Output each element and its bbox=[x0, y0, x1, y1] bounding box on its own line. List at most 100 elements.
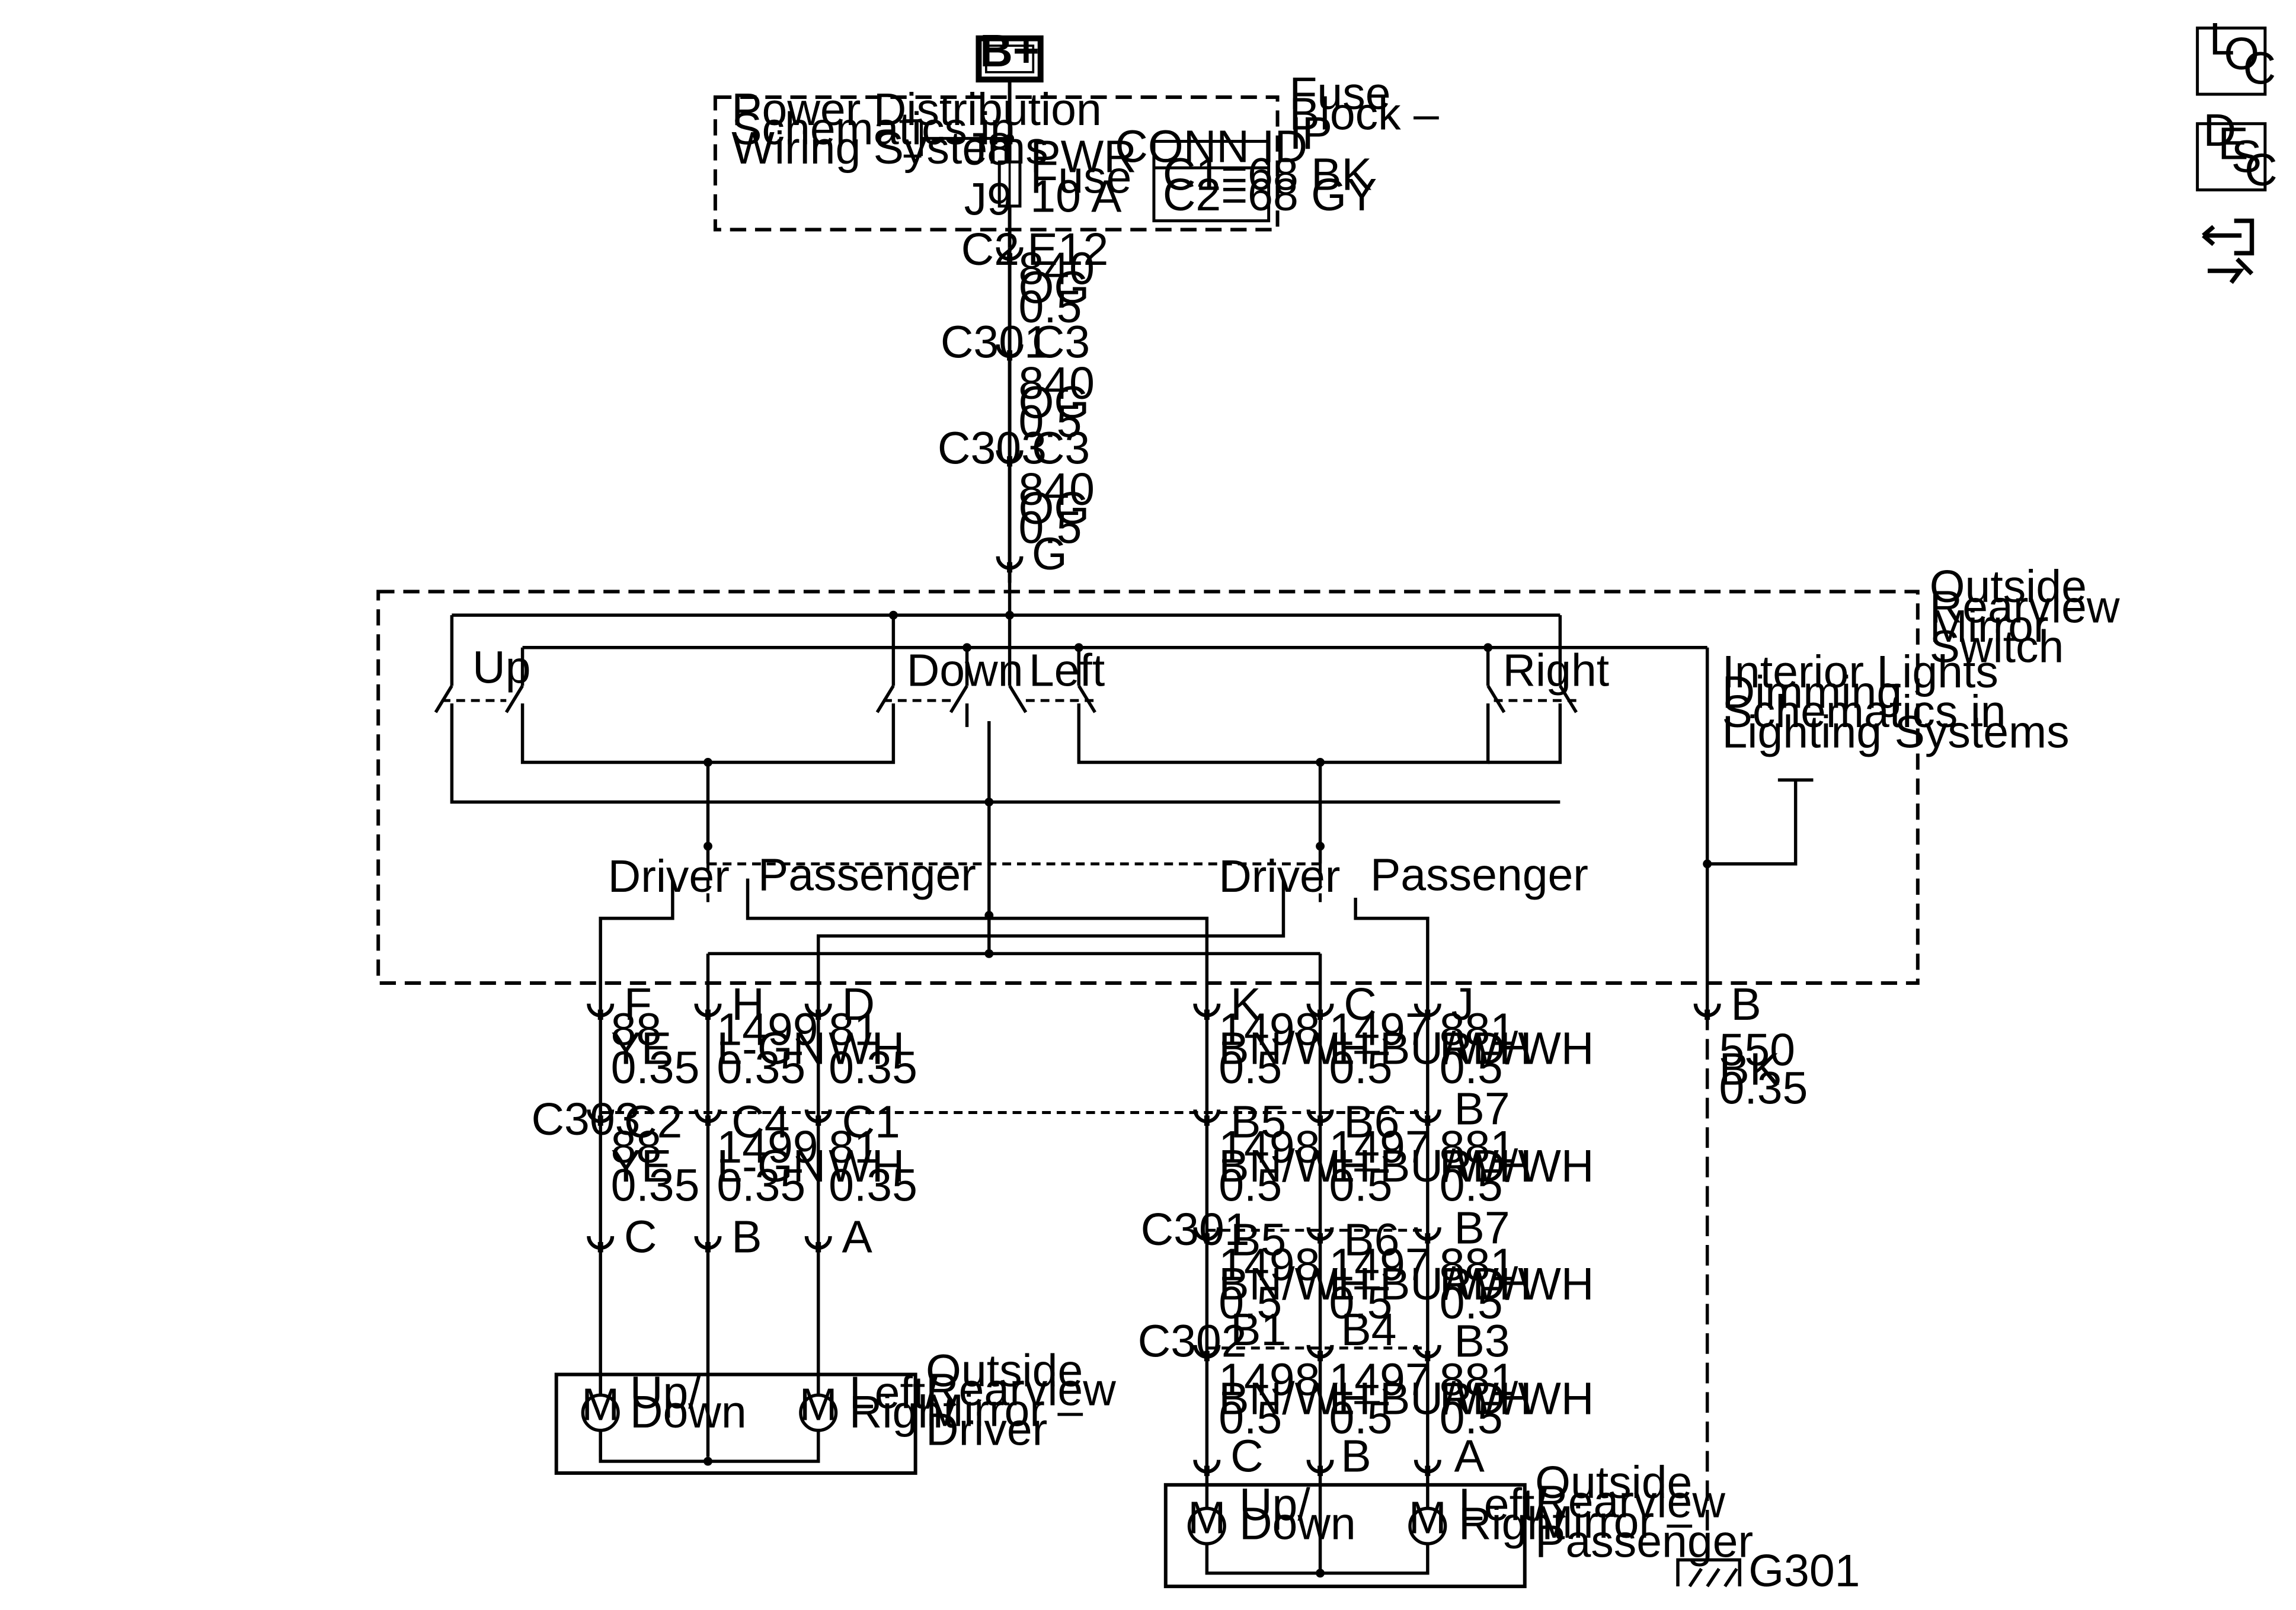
svg-text:C301: C301 bbox=[941, 317, 1050, 368]
svg-text:B5: B5 bbox=[1230, 1214, 1286, 1265]
svg-text:B7: B7 bbox=[1454, 1203, 1510, 1254]
svg-text:0.35: 0.35 bbox=[611, 1160, 700, 1211]
svg-text:Mirror: Mirror bbox=[1930, 601, 2049, 652]
svg-text:Wiring Systems: Wiring Systems bbox=[731, 123, 1048, 174]
svg-text:OG: OG bbox=[1018, 377, 1089, 428]
fuse-block-outline bbox=[713, 95, 1280, 232]
svg-text:Lighting Systems: Lighting Systems bbox=[1722, 707, 2070, 758]
svg-text:WH: WH bbox=[829, 1141, 904, 1192]
svg-text:O: O bbox=[2224, 28, 2259, 79]
svg-text:0.5: 0.5 bbox=[1440, 1278, 1503, 1329]
svg-text:1497: 1497 bbox=[1329, 1354, 1430, 1405]
svg-text:Left/: Left/ bbox=[849, 1368, 938, 1419]
svg-text:Outside: Outside bbox=[1930, 561, 2087, 612]
svg-text:B6: B6 bbox=[1344, 1097, 1399, 1148]
svg-text:Driver: Driver bbox=[1219, 851, 1340, 902]
svg-text:Down: Down bbox=[1239, 1499, 1356, 1550]
svg-text:Mirror –: Mirror – bbox=[926, 1385, 1083, 1436]
svg-text:881: 881 bbox=[1440, 1122, 1515, 1173]
svg-text:L-GN: L-GN bbox=[717, 1023, 826, 1074]
svg-text:0.5: 0.5 bbox=[1018, 281, 1082, 332]
svg-text:B: B bbox=[731, 1211, 762, 1262]
svg-text:1499: 1499 bbox=[717, 1004, 818, 1055]
svg-text:WH: WH bbox=[829, 1023, 904, 1074]
svg-text:Rearview: Rearview bbox=[926, 1365, 1116, 1416]
svg-text:0.35: 0.35 bbox=[717, 1042, 805, 1093]
feed-wire: C2 E12 840 OG 0.5 C301 C3 840 OG 0.5 C30… bbox=[938, 224, 1108, 583]
connector-swap-icon[interactable] bbox=[2202, 218, 2255, 284]
svg-text:BN/WH: BN/WH bbox=[1219, 1259, 1371, 1310]
location-icon[interactable]: L O C bbox=[2196, 14, 2276, 96]
svg-text:F: F bbox=[624, 979, 652, 1030]
svg-text:0.5: 0.5 bbox=[1018, 502, 1082, 553]
svg-text:Passenger: Passenger bbox=[758, 850, 976, 901]
svg-text:C4: C4 bbox=[731, 1097, 789, 1148]
svg-text:C: C bbox=[624, 1211, 657, 1262]
svg-text:881: 881 bbox=[1440, 1240, 1515, 1291]
svg-text:10 A: 10 A bbox=[1030, 171, 1122, 222]
svg-text:L–BU/WH: L–BU/WH bbox=[1329, 1141, 1531, 1192]
svg-text:0.5: 0.5 bbox=[1219, 1160, 1282, 1211]
svg-text:D: D bbox=[842, 979, 875, 1030]
svg-text:E: E bbox=[2218, 118, 2248, 169]
svg-text:RD/WH: RD/WH bbox=[1440, 1023, 1594, 1074]
svg-text:E12: E12 bbox=[1027, 224, 1108, 275]
svg-text:H: H bbox=[731, 979, 765, 1030]
svg-text:0.5: 0.5 bbox=[1440, 1042, 1503, 1093]
svg-text:1497: 1497 bbox=[1329, 1122, 1430, 1173]
svg-text:L-GN: L-GN bbox=[717, 1141, 826, 1192]
svg-text:1498: 1498 bbox=[1219, 1122, 1320, 1173]
svg-text:0.5: 0.5 bbox=[1018, 396, 1082, 447]
svg-text:C2: C2 bbox=[961, 224, 1019, 275]
svg-text:Up/: Up/ bbox=[630, 1368, 701, 1419]
fuse-block-labels: Fuse Block – IP Power Distribution Schem… bbox=[731, 68, 1439, 225]
svg-text:Down: Down bbox=[907, 645, 1024, 696]
description-icon[interactable]: D E S C bbox=[2196, 105, 2278, 196]
conn-id-table: CONN ID C1=68 BK C2=68 GY bbox=[1115, 121, 1377, 223]
svg-text:M: M bbox=[1188, 1493, 1226, 1544]
svg-text:840: 840 bbox=[1018, 358, 1094, 409]
svg-text:C: C bbox=[2243, 43, 2276, 94]
svg-text:Switch: Switch bbox=[1930, 622, 2064, 673]
svg-text:1498: 1498 bbox=[1219, 1004, 1320, 1055]
svg-text:Mirror –: Mirror – bbox=[1535, 1497, 1692, 1548]
svg-text:C3: C3 bbox=[1032, 317, 1090, 368]
svg-text:0.5: 0.5 bbox=[1329, 1278, 1392, 1329]
svg-text:Block –: Block – bbox=[1289, 89, 1439, 140]
svg-text:0.5: 0.5 bbox=[1219, 1042, 1282, 1093]
svg-text:Down: Down bbox=[630, 1387, 747, 1438]
svg-text:B5: B5 bbox=[1230, 1097, 1286, 1148]
svg-text:0.5: 0.5 bbox=[1329, 1393, 1392, 1443]
switch-dashed-links bbox=[442, 699, 1576, 907]
svg-text:Rearview: Rearview bbox=[1535, 1476, 1725, 1527]
motor-icon bbox=[799, 1393, 838, 1432]
svg-text:S: S bbox=[2231, 132, 2262, 183]
svg-text:0.35: 0.35 bbox=[829, 1042, 917, 1093]
svg-text:0.5: 0.5 bbox=[1329, 1160, 1392, 1211]
svg-text:C2=68 GY: C2=68 GY bbox=[1163, 169, 1377, 220]
switch-position-labels: Up Down Left Right Driver Passenger Driv… bbox=[472, 642, 2069, 902]
svg-text:881: 881 bbox=[1440, 1354, 1515, 1405]
svg-text:A: A bbox=[842, 1211, 872, 1262]
connector-dash-lines bbox=[600, 1111, 1428, 1350]
svg-text:88: 88 bbox=[611, 1004, 662, 1055]
svg-text:0.35: 0.35 bbox=[1719, 1063, 1808, 1114]
svg-text:Up/: Up/ bbox=[1239, 1479, 1310, 1530]
svg-text:Dimming: Dimming bbox=[1722, 667, 1902, 718]
svg-text:A: A bbox=[1454, 1430, 1485, 1481]
svg-text:0.35: 0.35 bbox=[717, 1160, 805, 1211]
svg-text:YE: YE bbox=[611, 1023, 672, 1074]
svg-text:OG: OG bbox=[1018, 263, 1089, 313]
svg-text:Schematics in: Schematics in bbox=[731, 103, 1015, 154]
svg-text:Driver: Driver bbox=[926, 1404, 1047, 1455]
svg-text:840: 840 bbox=[1018, 243, 1094, 294]
svg-text:C303: C303 bbox=[938, 422, 1047, 473]
svg-text:Right: Right bbox=[1459, 1499, 1565, 1550]
svg-text:Fuse: Fuse bbox=[1289, 68, 1390, 119]
svg-text:0.5: 0.5 bbox=[1219, 1278, 1282, 1329]
svg-text:C: C bbox=[2244, 145, 2278, 196]
svg-text:Fuse: Fuse bbox=[1030, 152, 1131, 203]
svg-text:J9: J9 bbox=[964, 174, 1012, 225]
svg-text:B: B bbox=[1341, 1430, 1371, 1481]
